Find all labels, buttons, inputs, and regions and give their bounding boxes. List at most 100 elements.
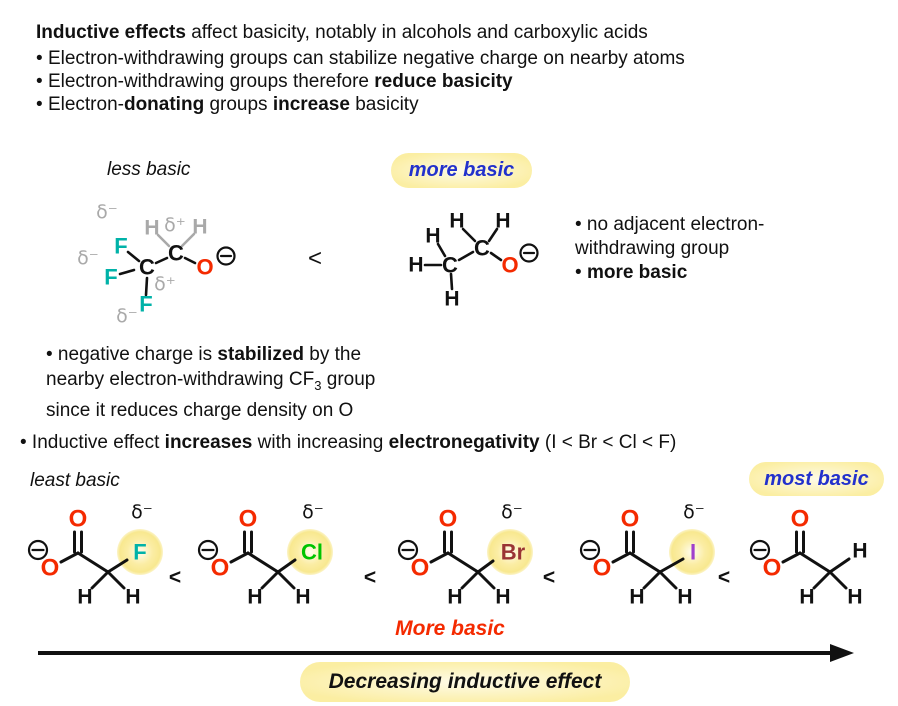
en-post: (I < Br < Cl < F) (539, 432, 677, 453)
molecule-chloroacetate: O O δ⁻ Cl H H (197, 501, 333, 609)
hydrogen-atom: H (852, 540, 867, 563)
oxygen-atom: O (411, 555, 430, 582)
decreasing-inductive-pill: Decreasing inductive effect (300, 662, 630, 702)
bonds (423, 227, 503, 291)
delta-minus-label: δ⁻ (302, 501, 324, 523)
separator-less-than: < (168, 566, 182, 589)
hydrogen-atom: H (847, 586, 862, 609)
delta-minus-label: δ⁻ (131, 501, 153, 523)
en-pre: • Inductive effect (20, 432, 165, 453)
bullet-line-2: • Electron-withdrawing groups therefore … (36, 70, 685, 93)
more-basic-pill: more basic (391, 153, 532, 188)
separator-less-than: < (363, 566, 377, 589)
cf3-subscript: 3 (314, 377, 322, 393)
molecule-iodoacetate: O O δ⁻ I H H (579, 501, 715, 609)
hydrogen-atom: H (447, 586, 462, 609)
less-basic-label: less basic (107, 159, 191, 180)
bonds (781, 530, 851, 590)
stab-line-1: • negative charge is stabilized by the (46, 342, 375, 367)
fluorine-atom: F (133, 540, 146, 565)
oxygen-atom: O (621, 506, 640, 533)
delta-plus-label: δ⁺ (154, 273, 176, 295)
molecule-ethoxide: H H H C H C O H (408, 210, 539, 311)
negative-charge-icon (197, 539, 219, 561)
note-line-3-bold: more basic (586, 262, 688, 283)
hydrogen-atom: H (677, 586, 692, 609)
least-basic-label: least basic (30, 470, 120, 491)
oxygen-atom: O (239, 506, 258, 533)
bullet-glyph: • (36, 71, 43, 92)
note-line-2: withdrawing group (575, 238, 730, 259)
page-title: Inductive effects affect basicity, notab… (36, 21, 648, 44)
iodine-atom: I (690, 540, 696, 565)
molecule-acetate: O O H H H (749, 506, 868, 609)
hydrogen-atom: H (799, 586, 814, 609)
oxygen-atom: O (41, 555, 60, 582)
hydrogen-atom: H (144, 217, 159, 240)
hydrogen-atom: H (425, 225, 440, 248)
carbon-atom: C (442, 253, 458, 278)
hydrogen-atom: H (125, 586, 140, 609)
oxygen-atom: O (439, 506, 458, 533)
trend-arrow (38, 644, 854, 662)
bonds (429, 530, 496, 590)
note-line-3: • more basic (575, 261, 764, 285)
delta-minus-label: δ⁻ (96, 201, 118, 223)
separator-less-than: < (717, 566, 731, 589)
no-ewg-note: • no adjacent electron- withdrawing grou… (575, 213, 764, 285)
stab-l1-post: by the (304, 344, 362, 365)
delta-minus-label: δ⁻ (77, 247, 99, 269)
bullet-3-bold1: donating (123, 94, 205, 115)
fluorine-atom: F (139, 292, 152, 317)
chlorine-atom: Cl (301, 540, 323, 565)
separator-less-than: < (542, 566, 556, 589)
bullet-glyph: • (36, 48, 43, 69)
oxygen-atom: O (501, 253, 518, 278)
hydrogen-atom: H (295, 586, 310, 609)
bonds (229, 530, 297, 590)
bullet-list: • Electron-withdrawing groups can stabil… (36, 47, 685, 116)
molecule-tfe-alkoxide: δ⁻ H δ⁺ H F δ⁻ C C O F δ⁺ F δ⁻ (77, 201, 236, 327)
hydrogen-atom: H (444, 288, 459, 311)
oxygen-atom: O (593, 555, 612, 582)
hydrogen-atom: H (495, 210, 510, 233)
title-bold: Inductive effects (36, 22, 186, 43)
hydrogen-atom: H (629, 586, 644, 609)
bonds (611, 530, 685, 590)
title-rest: affect basicity, notably in alcohols and… (185, 22, 648, 43)
fluorine-atom: F (114, 234, 127, 259)
bullet-1-text: Electron-withdrawing groups can stabiliz… (47, 48, 685, 69)
stab-l1-pre: • negative charge is (46, 344, 218, 365)
stab-l2-post: group (321, 369, 376, 390)
hydrogen-atom: H (192, 216, 207, 239)
en-mid: with increasing (252, 432, 389, 453)
hydrogen-atom: H (77, 586, 92, 609)
highlight-glow (287, 529, 333, 575)
stabilization-note: • negative charge is stabilized by the n… (46, 342, 375, 423)
oxygen-atom: O (763, 555, 782, 582)
bullet-2-bold: reduce basicity (374, 71, 513, 92)
bullet-2-pre: Electron-withdrawing groups therefore (47, 71, 375, 92)
bullet-line-3: • Electron-donating groups increase basi… (36, 93, 685, 116)
highlight-glow (669, 529, 715, 575)
bromine-atom: Br (501, 540, 526, 565)
bullet-3-pre: Electron- (47, 94, 124, 115)
molecule-bromoacetate: O O δ⁻ Br H H (397, 501, 533, 609)
more-basic-arrow-label: More basic (395, 617, 505, 640)
en-bold2: electronegativity (388, 432, 540, 453)
hydrogen-atom: H (408, 254, 423, 277)
stab-line-2: nearby electron-withdrawing CF3 group (46, 367, 375, 398)
arrowhead-icon (830, 644, 854, 662)
highlight-glow (117, 529, 163, 575)
note-line-1: • no adjacent electron- (575, 214, 765, 235)
oxygen-atom: O (196, 255, 213, 280)
most-basic-pill: most basic (749, 462, 884, 496)
carbon-atom: C (474, 236, 490, 261)
highlight-glow (487, 529, 533, 575)
oxygen-atom: O (791, 506, 810, 533)
hydrogen-atom: H (247, 586, 262, 609)
en-bold1: increases (164, 432, 253, 453)
carbon-atom: C (139, 255, 155, 280)
fluorine-atom: F (104, 265, 117, 290)
electronegativity-note: • Inductive effect increases with increa… (20, 431, 676, 454)
